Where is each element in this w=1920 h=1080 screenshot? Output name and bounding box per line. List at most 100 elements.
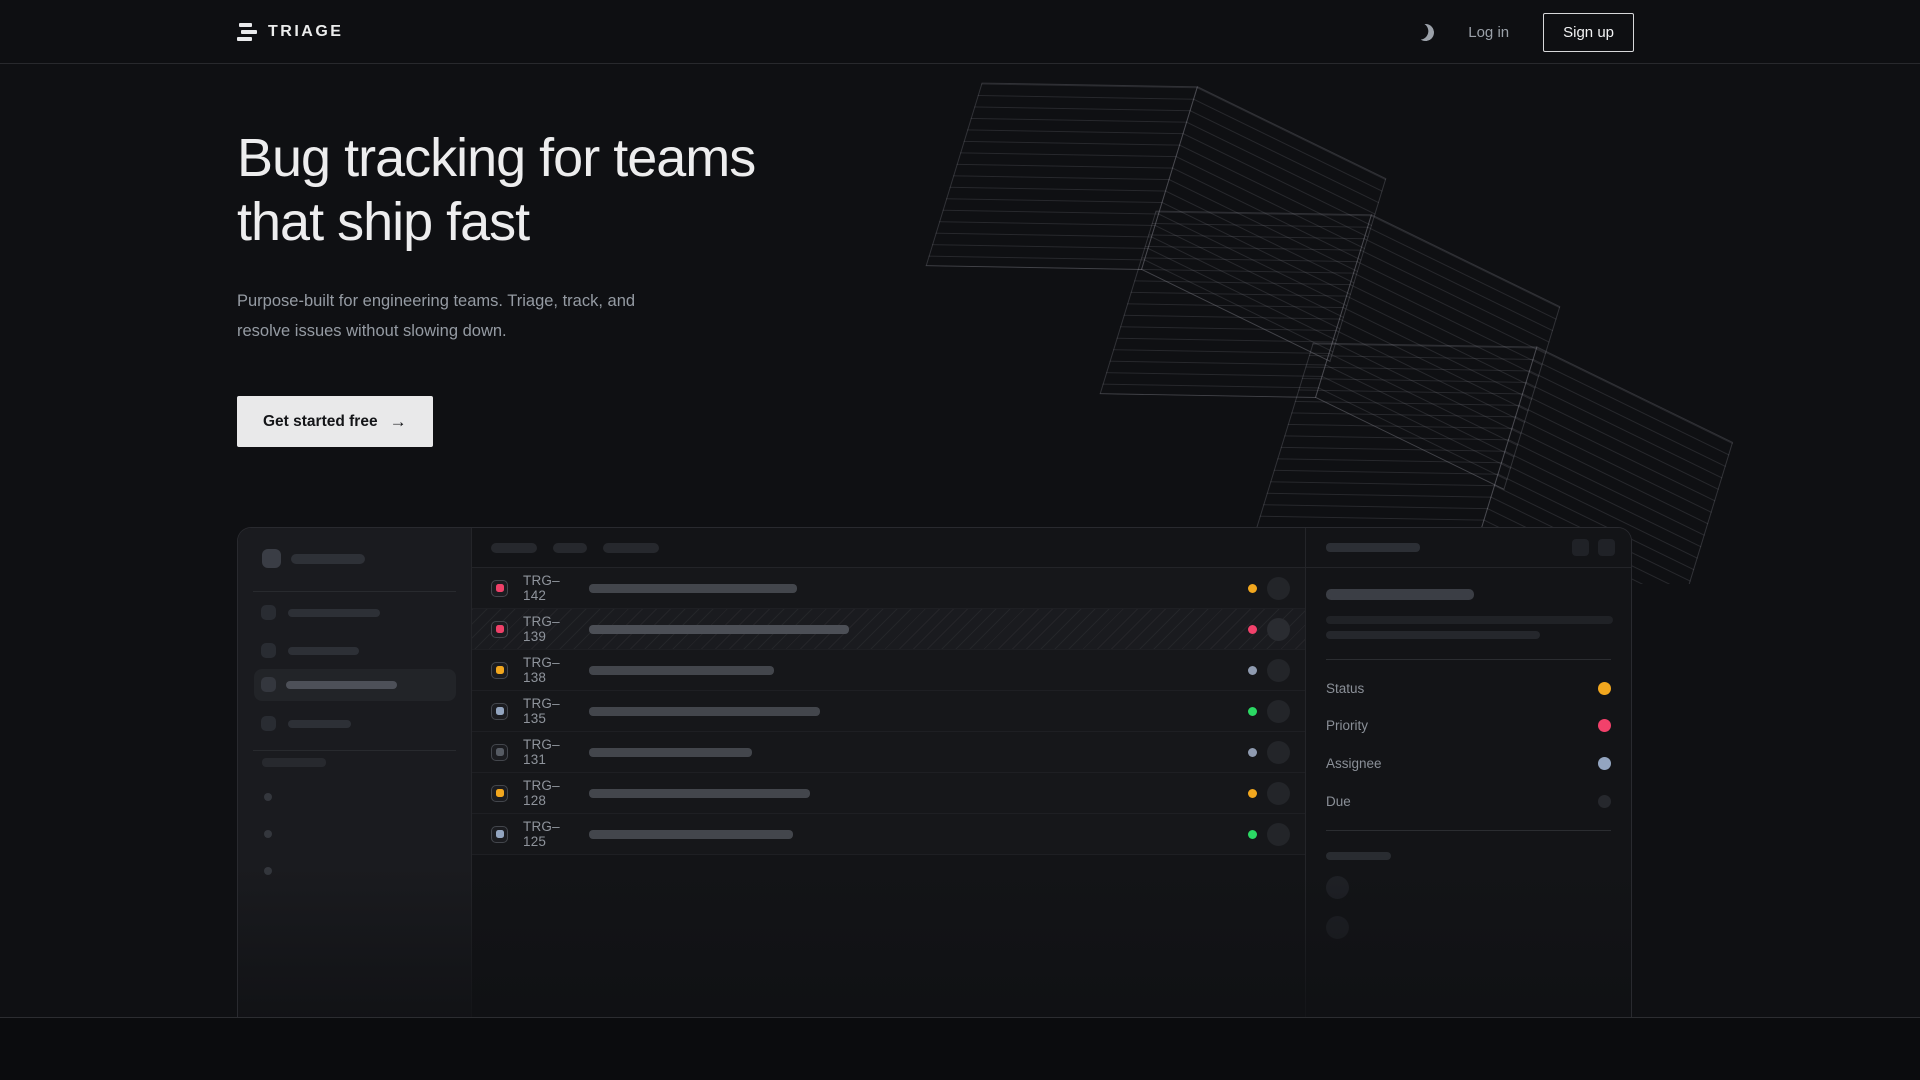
- divider: [253, 750, 456, 751]
- page-title: Bug tracking for teams that ship fast: [237, 126, 755, 254]
- filter-tab-skeleton[interactable]: [553, 543, 587, 553]
- issue-type-icon: [491, 662, 508, 679]
- issue-id: TRG–135: [523, 696, 577, 726]
- issue-row[interactable]: TRG–128: [472, 773, 1305, 814]
- top-nav: TRIAGE Log in Sign up: [0, 0, 1920, 64]
- issue-id: TRG–142: [523, 573, 577, 603]
- sidebar-nav-label-skeleton: [288, 647, 359, 655]
- due-value-dot[interactable]: [1598, 795, 1611, 808]
- assignee-avatar: [1267, 577, 1290, 600]
- issue-type-icon: [491, 580, 508, 597]
- sidebar-project-dot[interactable]: [264, 867, 272, 875]
- detail-field-priority: Priority: [1326, 715, 1611, 735]
- issue-type-icon: [491, 621, 508, 638]
- status-dot: [1248, 584, 1257, 593]
- issue-id: TRG–138: [523, 655, 577, 685]
- issue-row[interactable]: TRG–142: [472, 568, 1305, 609]
- issue-type-icon: [491, 703, 508, 720]
- assignee-avatar: [1267, 618, 1290, 641]
- issue-list: TRG–142 TRG–139 TRG–138: [471, 528, 1306, 1017]
- issue-id: TRG–128: [523, 778, 577, 808]
- divider: [253, 591, 456, 592]
- sidebar-nav-icon-skeleton: [261, 677, 276, 692]
- issue-row[interactable]: TRG–125: [472, 814, 1305, 855]
- sidebar-nav-label-skeleton: [288, 720, 351, 728]
- activity-label-skeleton: [1326, 852, 1391, 860]
- assignee-avatar: [1267, 741, 1290, 764]
- assignee-value-dot[interactable]: [1598, 757, 1611, 770]
- sidebar-nav-icon-skeleton[interactable]: [261, 643, 276, 658]
- sidebar-nav-icon-skeleton[interactable]: [261, 716, 276, 731]
- assignee-avatar: [1267, 782, 1290, 805]
- divider: [1326, 659, 1611, 660]
- app-mockup-panel: TRG–142 TRG–139 TRG–138: [237, 527, 1632, 1017]
- activity-avatar-skeleton: [1326, 916, 1349, 939]
- issue-title-skeleton: [589, 584, 797, 593]
- get-started-button[interactable]: Get started free →: [237, 396, 433, 447]
- detail-header: [1306, 528, 1631, 568]
- status-dot: [1248, 666, 1257, 675]
- status-value-dot[interactable]: [1598, 682, 1611, 695]
- signup-button[interactable]: Sign up: [1543, 13, 1634, 52]
- issue-title-skeleton: [589, 666, 774, 675]
- wireframe-ribbon: [943, 64, 1396, 330]
- assignee-avatar: [1267, 823, 1290, 846]
- status-dot: [1248, 830, 1257, 839]
- arrow-right-icon: →: [390, 412, 407, 432]
- issue-type-icon: [491, 785, 508, 802]
- detail-action-button[interactable]: [1598, 539, 1615, 556]
- issue-title-skeleton: [589, 830, 793, 839]
- detail-text-skeleton: [1326, 616, 1613, 624]
- triage-logo-icon: [237, 23, 257, 41]
- detail-header-skeleton: [1326, 543, 1420, 552]
- login-link[interactable]: Log in: [1468, 24, 1509, 41]
- assignee-avatar: [1267, 659, 1290, 682]
- status-dot: [1248, 625, 1257, 634]
- issue-list-header: [472, 528, 1305, 568]
- theme-toggle-moon-icon[interactable]: [1415, 21, 1436, 42]
- sidebar-nav-label-skeleton: [288, 609, 380, 617]
- issue-type-icon: [491, 744, 508, 761]
- filter-tab-skeleton[interactable]: [491, 543, 537, 553]
- sidebar-project-dot[interactable]: [264, 830, 272, 838]
- sidebar-logo-skeleton: [262, 549, 281, 568]
- wireframe-ribbon: [1117, 154, 1570, 459]
- issue-row[interactable]: TRG–131: [472, 732, 1305, 773]
- status-dot: [1248, 748, 1257, 757]
- priority-value-dot[interactable]: [1598, 719, 1611, 732]
- filter-tab-skeleton[interactable]: [603, 543, 659, 553]
- detail-text-skeleton: [1326, 631, 1540, 639]
- footer: [0, 1017, 1920, 1080]
- issue-row[interactable]: TRG–135: [472, 691, 1305, 732]
- issue-type-icon: [491, 826, 508, 843]
- issue-title-skeleton: [589, 625, 849, 634]
- detail-field-status: Status: [1326, 678, 1611, 698]
- status-dot: [1248, 707, 1257, 716]
- sidebar-logo-bar-skeleton: [291, 554, 365, 564]
- detail-title-skeleton: [1326, 589, 1474, 600]
- sidebar-project-dot[interactable]: [264, 793, 272, 801]
- issue-row[interactable]: TRG–138: [472, 650, 1305, 691]
- assignee-avatar: [1267, 700, 1290, 723]
- issue-title-skeleton: [589, 789, 810, 798]
- mockup-sidebar: [238, 528, 471, 1017]
- brand-logo[interactable]: TRIAGE: [237, 23, 343, 41]
- activity-avatar-skeleton: [1326, 876, 1349, 899]
- detail-field-assignee: Assignee: [1326, 753, 1611, 773]
- brand-name: TRIAGE: [268, 23, 343, 41]
- sidebar-nav-label-skeleton: [286, 681, 397, 689]
- sidebar-section-label-skeleton: [262, 758, 326, 767]
- issue-id: TRG–125: [523, 819, 577, 849]
- issue-detail-panel: Status Priority Assignee Due: [1306, 528, 1631, 1017]
- divider: [1326, 830, 1611, 831]
- issue-title-skeleton: [589, 748, 752, 757]
- hero-section: Bug tracking for teams that ship fast Pu…: [237, 126, 755, 447]
- status-dot: [1248, 789, 1257, 798]
- detail-field-due: Due: [1326, 791, 1611, 811]
- issue-title-skeleton: [589, 707, 820, 716]
- detail-action-button[interactable]: [1572, 539, 1589, 556]
- sidebar-nav-icon-skeleton[interactable]: [261, 605, 276, 620]
- issue-id: TRG–139: [523, 614, 577, 644]
- issue-row-selected[interactable]: TRG–139: [472, 609, 1305, 650]
